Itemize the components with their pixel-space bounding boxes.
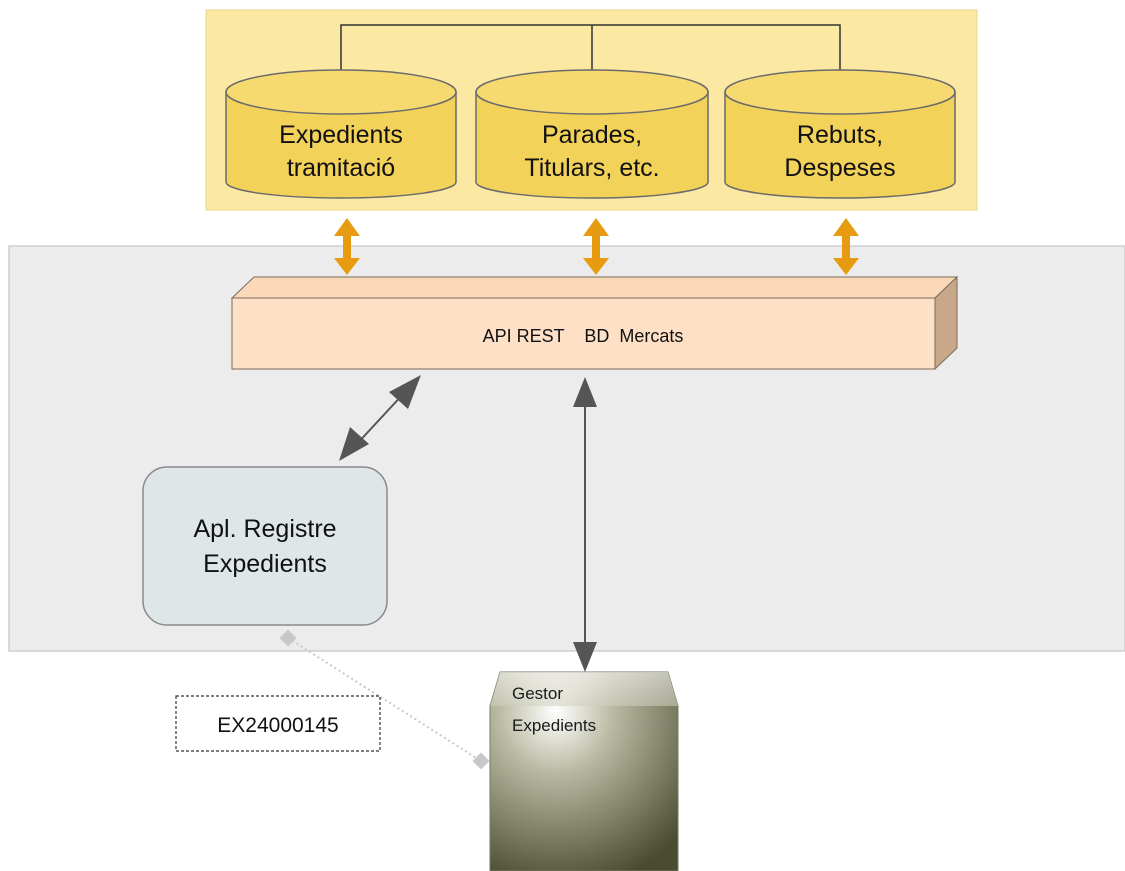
api-rest-block: API REST BD Mercats bbox=[230, 275, 959, 371]
database-cylinder-expedients: Expedients tramitació bbox=[225, 69, 457, 199]
database-connector-lines bbox=[340, 24, 841, 70]
api-label: API REST BD Mercats bbox=[483, 326, 684, 346]
orange-double-arrow-3 bbox=[833, 218, 859, 275]
app-gestor-dotted-connector bbox=[279, 629, 490, 770]
gestor-label-line2: Expedients bbox=[512, 716, 596, 735]
orange-double-arrow-1 bbox=[334, 218, 360, 275]
api-block-front bbox=[231, 297, 936, 370]
api-app-double-arrow bbox=[339, 375, 421, 461]
database-label-line2: tramitació bbox=[287, 154, 395, 182]
orange-double-arrow-2 bbox=[583, 218, 609, 275]
expedient-id-tag: EX24000145 bbox=[175, 695, 381, 752]
app-label-line2: Expedients bbox=[203, 550, 327, 578]
database-label-line2: Despeses bbox=[784, 154, 895, 182]
database-cylinder-parades: Parades, Titulars, etc. bbox=[475, 69, 709, 199]
database-label-line1: Rebuts, bbox=[797, 121, 883, 149]
database-label-line1: Parades, bbox=[542, 121, 642, 149]
database-cylinder-rebuts: Rebuts, Despeses bbox=[724, 69, 956, 199]
app-registre-box: Apl. Registre Expedients bbox=[142, 466, 388, 626]
api-gestor-double-arrow bbox=[573, 377, 597, 672]
expedient-id-label: EX24000145 bbox=[217, 714, 338, 737]
gestor-label-line1: Gestor bbox=[512, 684, 563, 703]
gestor-expedients-box: Gestor Expedients bbox=[489, 671, 679, 871]
app-label-line1: Apl. Registre bbox=[193, 515, 336, 543]
database-label-line1: Expedients bbox=[279, 121, 403, 149]
api-block-top bbox=[230, 276, 959, 299]
database-label-line2: Titulars, etc. bbox=[524, 154, 659, 182]
